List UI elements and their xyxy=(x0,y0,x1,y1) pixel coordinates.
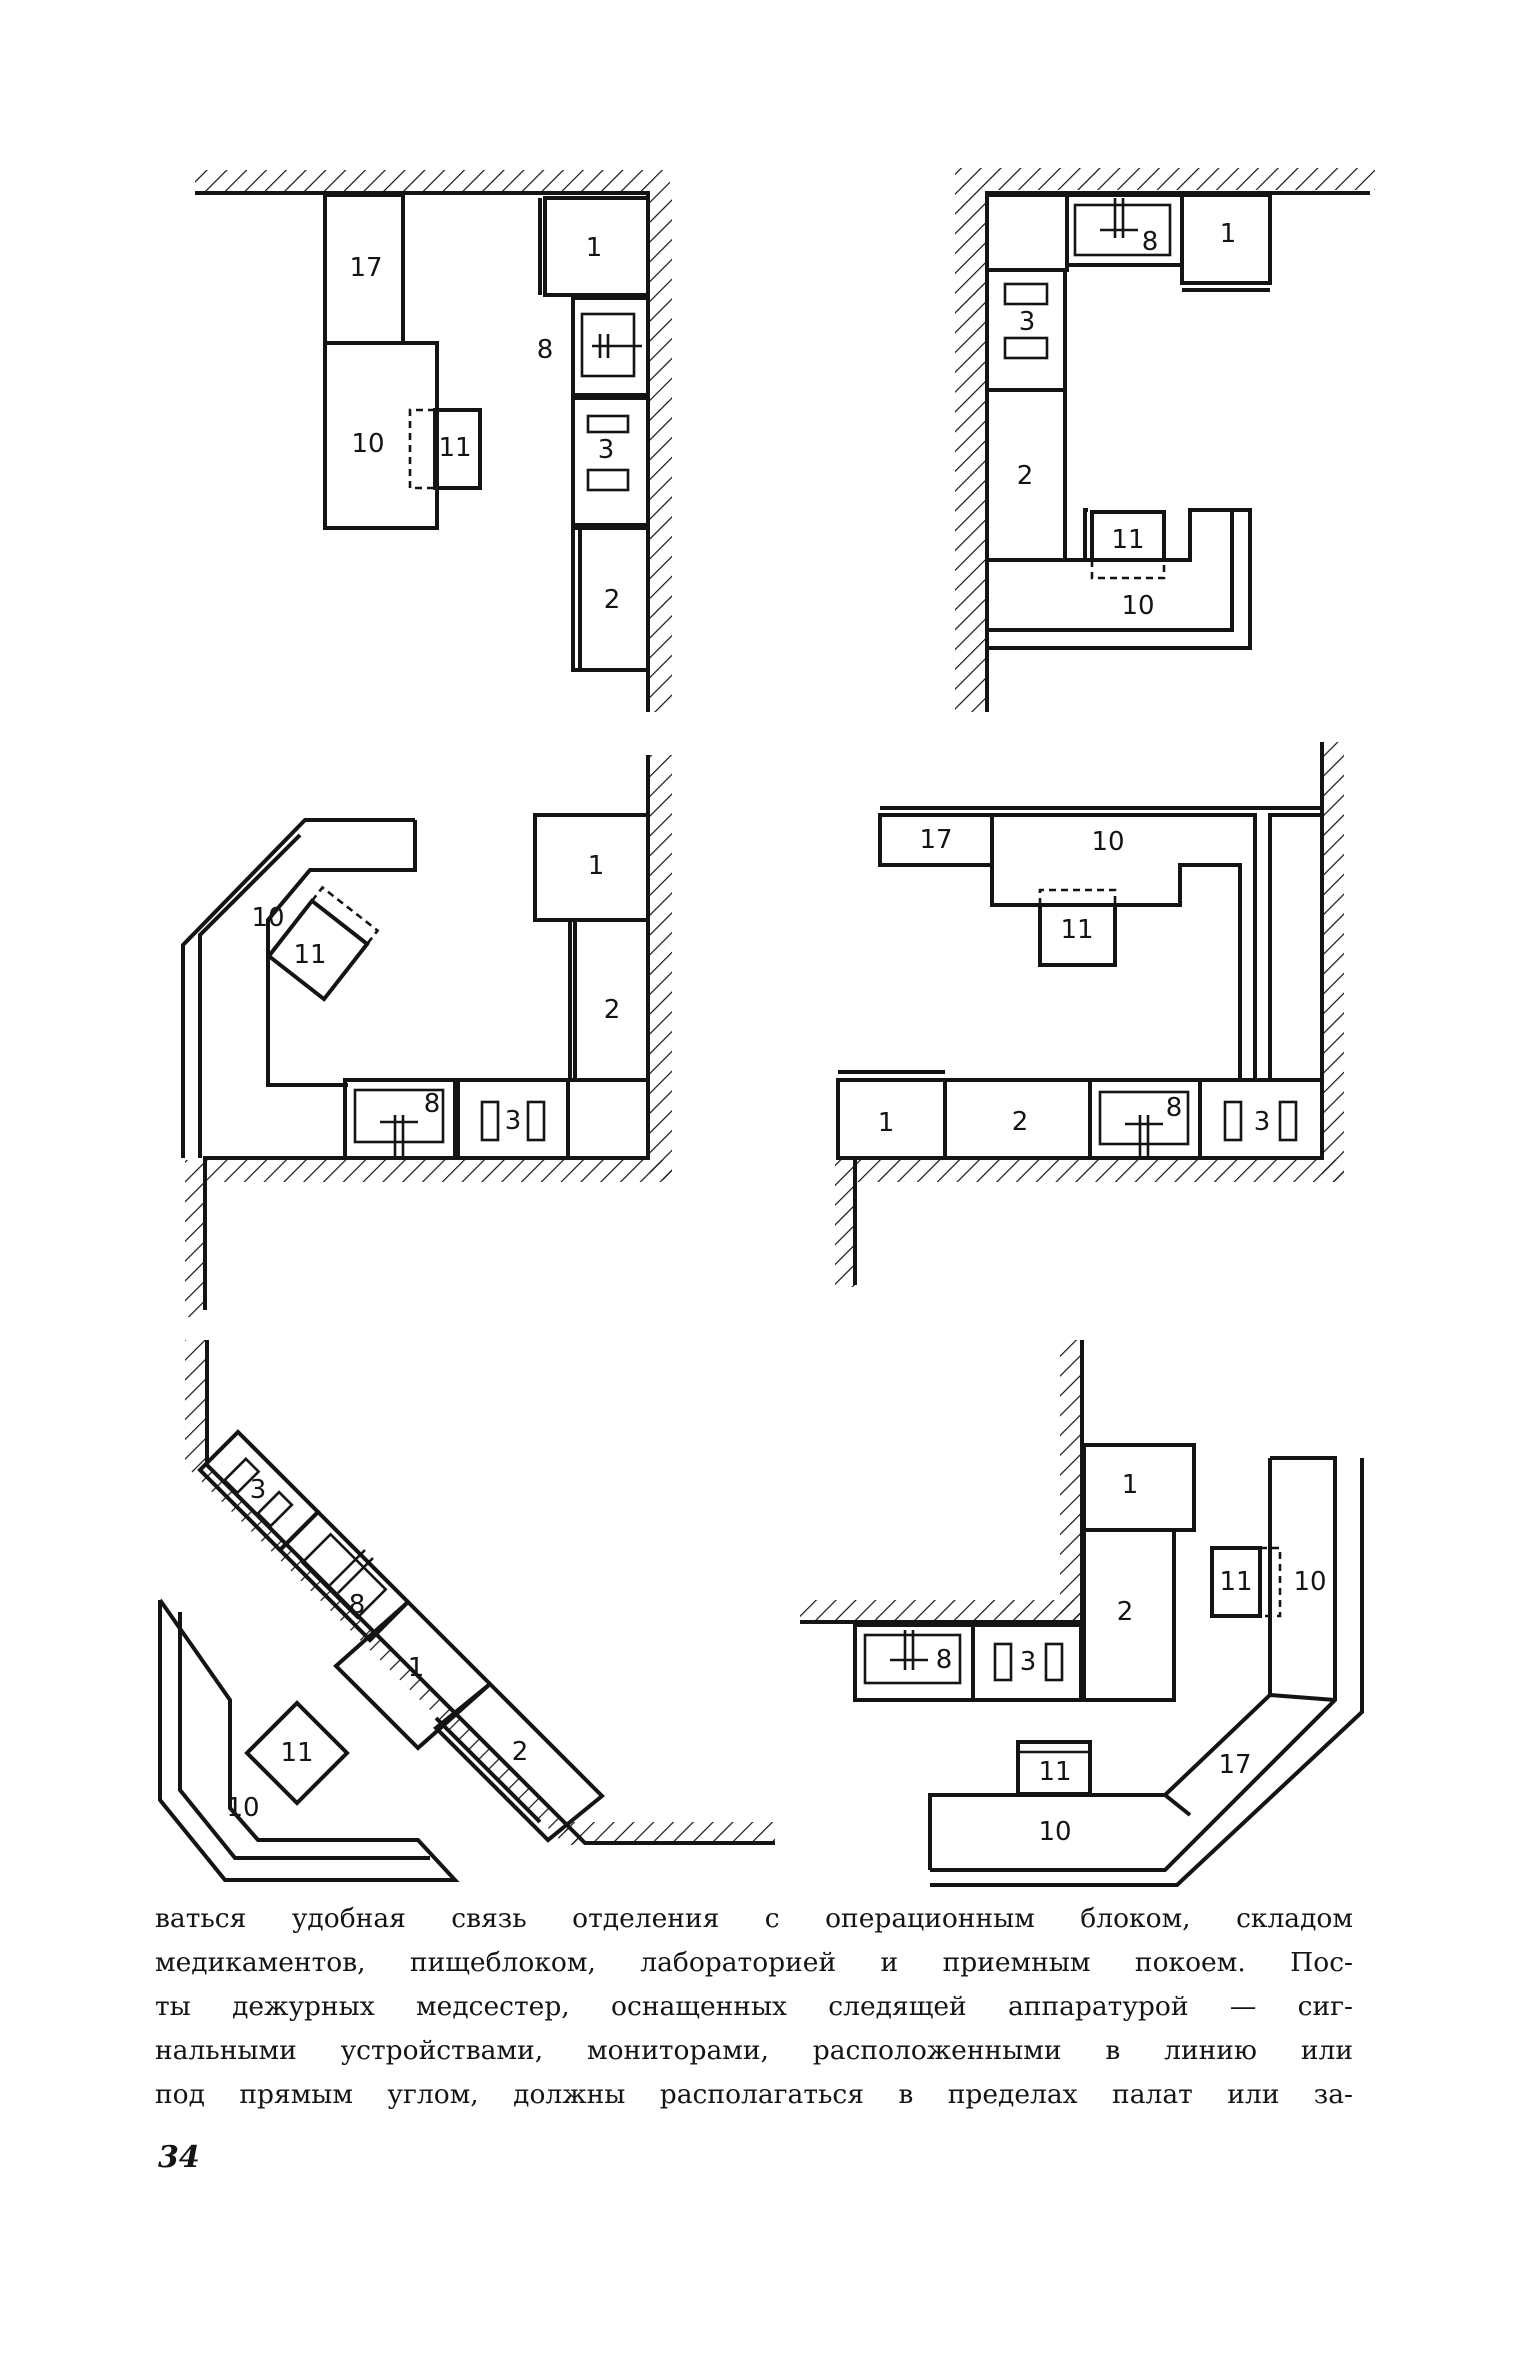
layout-top-right: 8 1 3 2 11 10 xyxy=(955,168,1375,712)
wall-hatch xyxy=(835,1182,857,1287)
nurse-desk-10 xyxy=(158,1598,460,1882)
wall-hatch xyxy=(185,1340,207,1465)
layout-bottom-left: 3 8 1 2 10 11 xyxy=(158,1340,775,1882)
nurse-desk-10 xyxy=(992,813,1257,1080)
nurse-desk-10 xyxy=(987,508,1088,562)
chair-11 xyxy=(433,408,482,490)
cabinet-2 xyxy=(433,1681,605,1843)
label-nurse-desk: 10 xyxy=(1121,591,1154,621)
label-washer: 3 xyxy=(1254,1107,1271,1137)
label-cupboard: 17 xyxy=(349,253,382,283)
label-work-table: 1 xyxy=(588,851,605,881)
label-washer: 3 xyxy=(250,1475,267,1505)
body-paragraph: ваться удобная связь отделения с операци… xyxy=(155,1897,1353,2117)
wall-hatch xyxy=(185,1182,207,1317)
label-sink: 8 xyxy=(424,1089,441,1119)
washer-3 xyxy=(1198,1078,1324,1160)
body-line: ты дежурных медсестер, оснащенных следящ… xyxy=(155,1991,1353,2022)
label-cabinet: 2 xyxy=(1117,1597,1134,1627)
body-line: ваться удобная связь отделения с операци… xyxy=(155,1903,1353,1934)
label-cabinet: 2 xyxy=(1012,1107,1029,1137)
cabinet-2 xyxy=(571,526,650,672)
label-nurse-desk: 10 xyxy=(1293,1567,1326,1597)
label-sink: 8 xyxy=(349,1590,366,1620)
wall-hatch xyxy=(800,1600,1082,1622)
nurse-desk-10 xyxy=(930,1456,1337,1872)
wall-hatch xyxy=(1322,742,1344,1182)
label-chair: 11 xyxy=(293,940,326,970)
sink-8 xyxy=(277,1509,411,1643)
sink-8 xyxy=(571,296,650,397)
label-nurse-desk: 10 xyxy=(1091,827,1124,857)
body-line: медикаментов, пищеблоком, лабораторией и… xyxy=(155,1947,1353,1978)
label-sink: 8 xyxy=(1166,1093,1183,1123)
label-cabinet: 2 xyxy=(512,1737,529,1767)
label-cupboard: 17 xyxy=(919,825,952,855)
label-chair: 11 xyxy=(1060,915,1093,945)
label-sink: 8 xyxy=(537,335,554,365)
label-washer: 3 xyxy=(1020,1647,1037,1677)
wall-hatch xyxy=(185,1465,590,1845)
label-cabinet: 2 xyxy=(604,585,621,615)
label-work-table: 1 xyxy=(1122,1470,1139,1500)
washer-3 xyxy=(971,1623,1083,1702)
label-chair: 11 xyxy=(1219,1567,1252,1597)
label-nurse-desk: 10 xyxy=(226,1793,259,1823)
label-work-table: 1 xyxy=(878,1108,895,1138)
layout-top-left: 17 10 11 1 8 3 2 xyxy=(195,170,672,712)
label-nurse-desk: 10 xyxy=(1038,1817,1071,1847)
label-cupboard: 17 xyxy=(1218,1750,1251,1780)
label-nurse-desk: 10 xyxy=(251,903,284,933)
layout-middle-left: 10 11 1 2 8 3 xyxy=(181,755,672,1317)
label-nurse-desk: 10 xyxy=(351,429,384,459)
wall-hatch xyxy=(650,755,672,1180)
work-table-1 xyxy=(333,1599,493,1751)
washer-3 xyxy=(571,396,650,527)
work-table-1 xyxy=(1180,193,1272,285)
page-number: 34 xyxy=(158,2140,200,2175)
label-chair: 11 xyxy=(438,433,471,463)
wall-hatch xyxy=(185,1160,672,1182)
layout-bottom-right: 1 2 8 3 17 11 10 11 10 xyxy=(800,1340,1364,1887)
label-washer: 3 xyxy=(1019,307,1036,337)
chair-11 xyxy=(1210,1546,1262,1618)
work-table-1 xyxy=(1082,1443,1196,1532)
wall-hatch xyxy=(955,168,1375,190)
work-table-1 xyxy=(543,196,650,297)
label-chair: 11 xyxy=(1038,1757,1071,1787)
label-sink: 8 xyxy=(1142,227,1159,257)
wall-hatch xyxy=(650,192,672,712)
wall-hatch xyxy=(1060,1340,1082,1620)
wall-hatch xyxy=(565,1822,775,1844)
label-work-table: 1 xyxy=(408,1653,425,1683)
body-line: нальными устройствами, мониторами, распо… xyxy=(155,2035,1353,2066)
wall-hatch xyxy=(835,1160,1344,1182)
label-sink: 8 xyxy=(936,1645,953,1675)
nurse-desk-10 xyxy=(181,818,415,1158)
label-washer: 3 xyxy=(505,1106,522,1136)
label-work-table: 1 xyxy=(586,233,603,263)
label-washer: 3 xyxy=(598,435,615,465)
chair-11 xyxy=(266,898,370,1002)
label-chair: 11 xyxy=(1111,525,1144,555)
wall-hatch xyxy=(195,170,670,192)
chair-11 xyxy=(244,1700,350,1806)
label-cabinet: 2 xyxy=(1017,461,1034,491)
layout-middle-right: 17 10 11 1 2 8 3 xyxy=(835,742,1344,1287)
wall-hatch xyxy=(955,190,985,712)
chair-11 xyxy=(1038,903,1117,967)
chair-11 xyxy=(1090,510,1166,562)
sink-8 xyxy=(343,1078,457,1160)
label-work-table: 1 xyxy=(1220,219,1237,249)
body-line: под прямым углом, должны располагаться в… xyxy=(155,2079,1353,2110)
label-cabinet: 2 xyxy=(604,995,621,1025)
chair-11 xyxy=(1016,1740,1092,1796)
label-chair: 11 xyxy=(280,1738,313,1768)
